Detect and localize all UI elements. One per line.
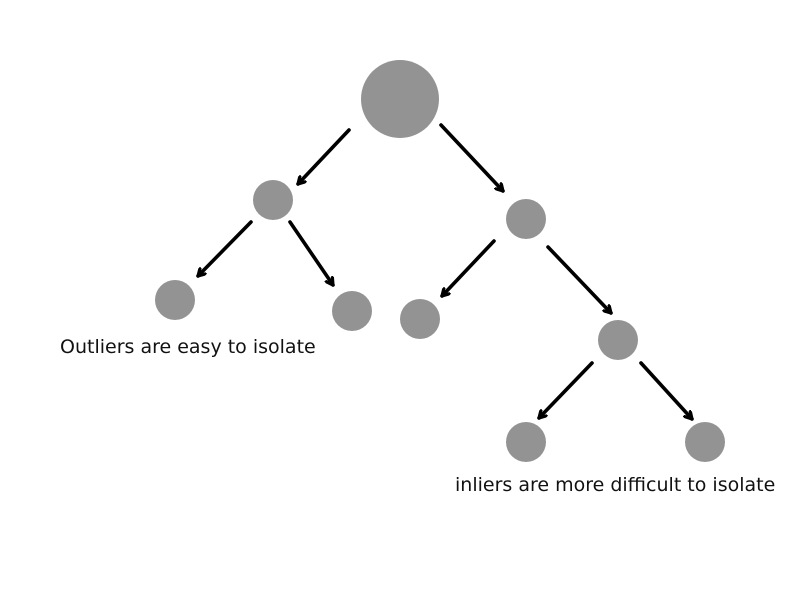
inliers-caption: inliers are more difficult to isolate <box>455 474 776 496</box>
outliers-caption: Outliers are easy to isolate <box>60 336 316 358</box>
outlier-leaf-b <box>332 291 372 331</box>
edge-right-child-to-inner-node <box>546 245 613 315</box>
inlier-leaf-b <box>685 422 725 462</box>
root-node <box>361 60 439 138</box>
edge-left-child-to-outlier-leaf-b <box>288 220 335 287</box>
left-child-node <box>253 180 293 220</box>
inlier-leaf-a <box>506 422 546 462</box>
edge-left-child-to-outlier-leaf-a <box>196 220 253 278</box>
edge-root-to-right-child <box>439 123 505 193</box>
tree-edges <box>196 123 694 421</box>
edge-right-child-to-leaf <box>440 239 496 298</box>
outlier-leaf-a <box>155 280 195 320</box>
inner-node <box>598 320 638 360</box>
tree-nodes <box>155 60 725 462</box>
edge-root-to-left-child <box>296 128 351 186</box>
edge-inner-node-to-inlier-leaf-b <box>639 361 694 421</box>
leaf-node <box>400 299 440 339</box>
edge-inner-node-to-inlier-leaf-a <box>537 361 594 420</box>
right-child-node <box>506 199 546 239</box>
